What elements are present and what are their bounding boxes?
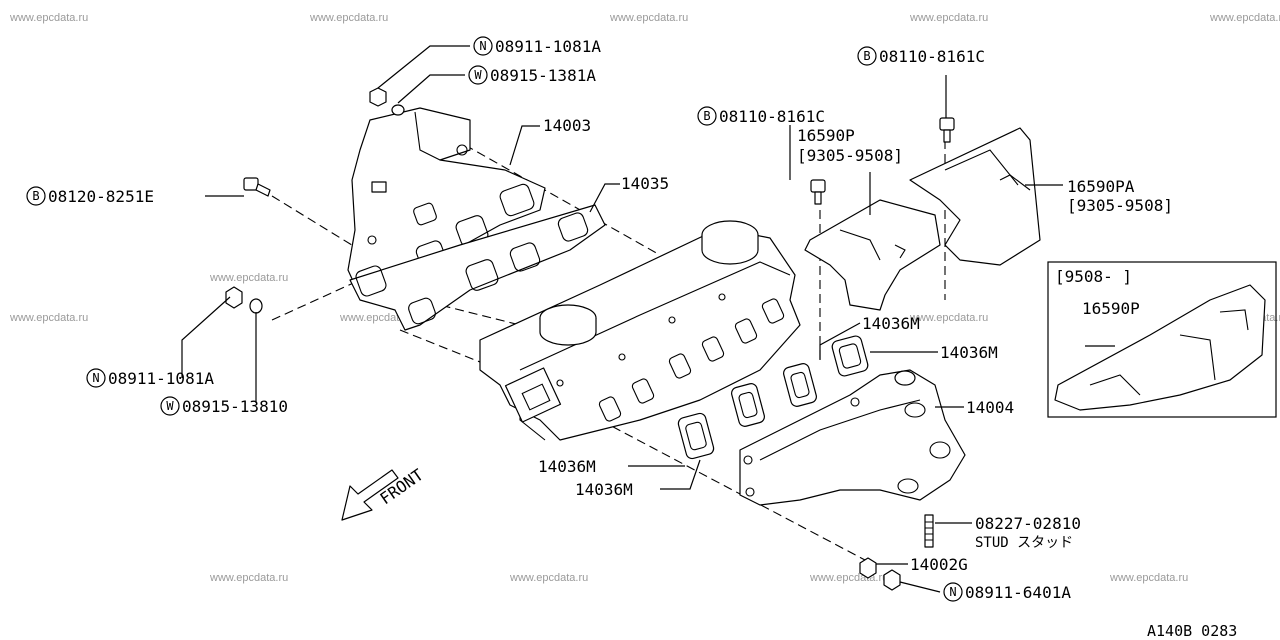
washer-icon [249,298,263,314]
part-number: 08911-1081A [495,37,601,56]
bolt-icon [243,177,271,197]
bolt-icon [939,117,955,143]
callout-08915-1381a: W 08915-1381A [468,65,596,85]
stud-icon [924,514,934,548]
callout-08120-8251e: B 08120-8251E [26,186,154,206]
watermark: www.epcdata.ru [209,272,288,284]
watermark: www.epcdata.ru [309,12,388,24]
callout-14036m-b: 14036M [940,343,998,362]
inset-range: [9508- ] [1055,267,1132,286]
inset-part-number: 16590P [1082,299,1140,318]
part-number: 14002G [910,555,968,574]
exhaust-gaskets [677,335,869,460]
diagram-code: A140B 0283 [1147,622,1237,640]
washer-icon [391,104,405,116]
part-number: 08911-6401A [965,583,1071,602]
nut-icon [225,286,243,309]
callout-08911-1081a-top: N 08911-1081A [473,36,601,56]
part-number: 08915-1381A [490,66,596,85]
watermark: www.epcdata.ru [9,312,88,324]
nut-icon [369,87,387,107]
callout-prefix: B [863,49,870,63]
nut-icon [859,557,877,579]
fasteners [225,87,955,591]
callout-08110-8161c-left: B 08110-8161C [697,106,825,126]
part-date-range: [9305-9508] [797,146,903,165]
exhaust-manifold [739,369,966,506]
part-number: 08110-8161C [719,107,825,126]
callout-14003: 14003 [543,116,591,135]
watermark: www.epcdata.ru [209,572,288,584]
callout-14035: 14035 [621,174,669,193]
oil-filler-cap [701,220,759,265]
callout-08911-1081a-left: N 08911-1081A [86,368,214,388]
heat-insulator-16590pa [909,127,1041,266]
cylinder-head [479,220,801,441]
callout-prefix: N [479,39,486,53]
part-number: 14035 [621,174,669,193]
bolt-boss [371,181,387,193]
callout-08227-02810: 08227-02810 STUD スタッド [975,514,1081,551]
part-number: 14004 [966,398,1014,417]
part-number: 14036M [575,480,633,499]
leader-lines [181,45,1115,593]
front-arrow-icon: FRONT [341,465,427,521]
part-number: 08227-02810 [975,514,1081,533]
part-number: 14036M [940,343,998,362]
inset-box: [9508- ] 16590P [1047,261,1277,418]
part-date-range: [9305-9508] [1067,196,1173,215]
part-number: 08915-13810 [182,397,288,416]
callout-16590p: 16590P [9305-9508] [797,126,903,165]
callout-14036m-c: 14036M [538,457,596,476]
watermark: www.epcdata.ru [909,312,988,324]
part-number: 08120-8251E [48,187,154,206]
callout-16590pa: 16590PA [9305-9508] [1067,177,1173,215]
watermark: www.epcdata.ru [909,12,988,24]
part-number: 14036M [538,457,596,476]
watermark: www.epcdata.ru [9,12,88,24]
part-number: 14003 [543,116,591,135]
callout-prefix: W [474,68,482,82]
watermark: www.epcdata.ru [509,572,588,584]
callout-prefix: B [32,189,39,203]
callout-14002g: 14002G [910,555,968,574]
callout-prefix: B [703,109,710,123]
part-number: 14036M [862,314,920,333]
callout-prefix: W [166,399,174,413]
callout-08911-6401a: N 08911-6401A [943,582,1071,602]
part-number: 16590P [797,126,855,145]
part-number: 16590PA [1067,177,1135,196]
callout-14036m-d: 14036M [575,480,633,499]
callout-prefix: N [949,585,956,599]
watermark: www.epcdata.ru [1109,572,1188,584]
callout-14004: 14004 [966,398,1014,417]
callout-14036m-a: 14036M [862,314,920,333]
callout-prefix: N [92,371,99,385]
watermark: www.epcdata.ru [809,572,888,584]
callout-08915-13810: W 08915-13810 [160,396,288,416]
watermark: www.epcdata.ru [609,12,688,24]
intake-gasket [349,204,606,331]
watermark: www.epcdata.ru [1209,12,1280,24]
part-number: 08110-8161C [879,47,985,66]
heat-insulator-16590p [804,199,941,311]
part-number: 08911-1081A [108,369,214,388]
callout-08110-8161c-right: B 08110-8161C [857,46,985,66]
nut-icon [883,569,901,591]
front-label: FRONT [376,465,427,508]
cam-cap [539,304,597,346]
part-description: STUD スタッド [975,535,1073,551]
bolt-icon [810,179,826,205]
